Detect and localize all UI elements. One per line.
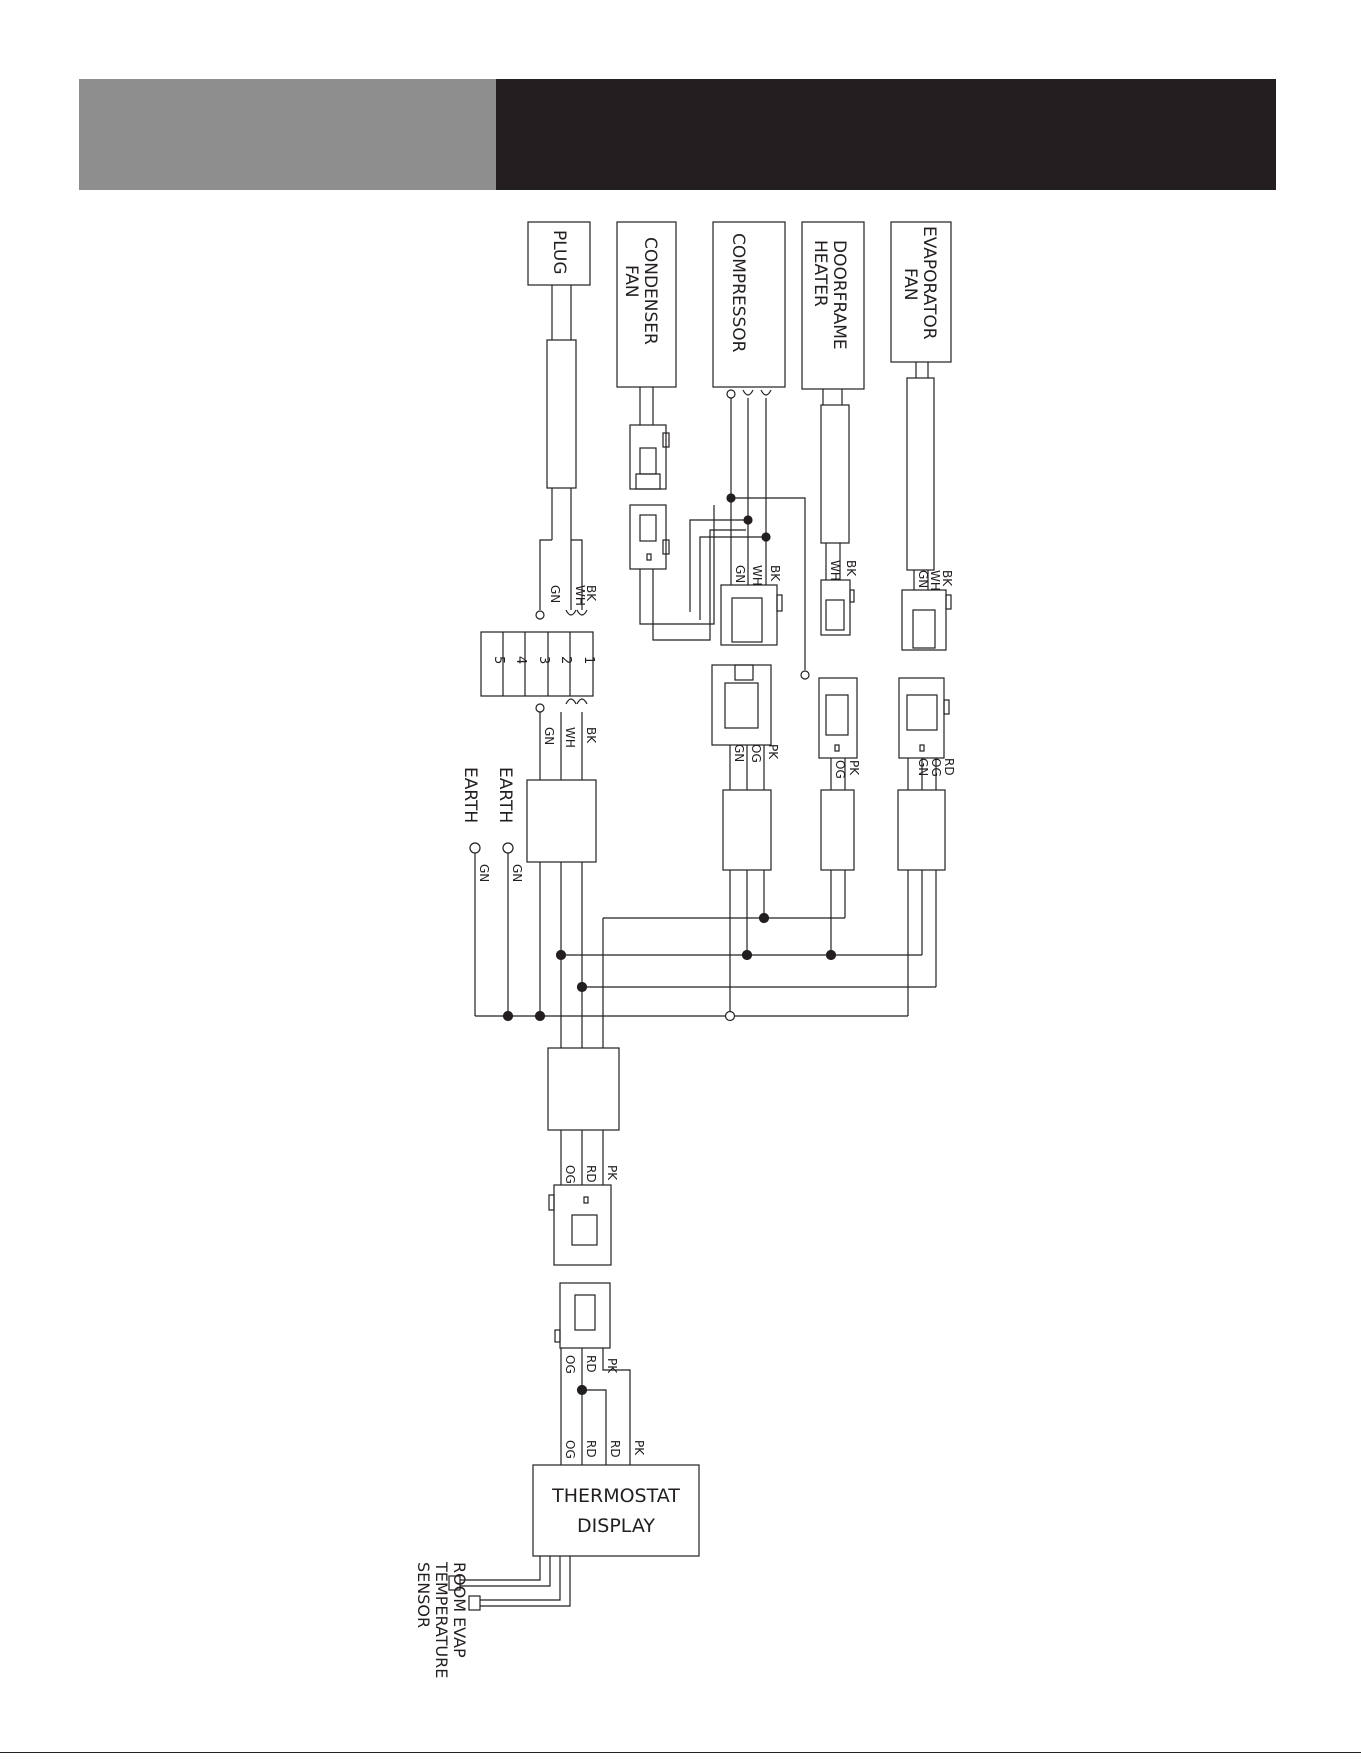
- compressor-wiring: BK WH GN PK OG GN: [690, 390, 809, 870]
- svg-text:RD: RD: [942, 758, 956, 776]
- plug-label: PLUG: [549, 230, 569, 275]
- svg-text:OG: OG: [563, 1165, 577, 1184]
- svg-text:WH: WH: [563, 727, 577, 748]
- svg-text:GN: GN: [477, 864, 491, 882]
- temperature-sensors: ROOM TEMPERATURE SENSOR EVAP: [414, 1556, 570, 1678]
- doorframe-heater-box: DOORFRAME HEATER: [802, 222, 864, 389]
- svg-text:GN: GN: [733, 565, 747, 583]
- thermostat-label-1: THERMOSTAT: [551, 1485, 680, 1507]
- evaporator-fan-label-2: FAN: [900, 268, 920, 301]
- svg-text:OG: OG: [833, 760, 847, 779]
- condenser-fan-label-1: CONDENSER: [640, 237, 660, 345]
- condenser-fan-label-2: FAN: [621, 265, 641, 298]
- svg-text:RD: RD: [608, 1440, 622, 1458]
- room-sensor-label-1: ROOM: [450, 1562, 469, 1612]
- block-output-wires: BK WH GN: [527, 699, 598, 862]
- compressor-label: COMPRESSOR: [728, 233, 748, 353]
- svg-text:GN: GN: [916, 570, 930, 588]
- svg-text:WH: WH: [750, 565, 764, 586]
- svg-text:PK: PK: [632, 1440, 646, 1456]
- earth-label-1: EARTH: [495, 767, 515, 823]
- svg-text:1: 1: [581, 656, 596, 664]
- room-sensor-label-3: SENSOR: [414, 1562, 433, 1628]
- svg-text:WH: WH: [828, 560, 842, 581]
- svg-text:GN: GN: [732, 744, 746, 762]
- earth-label-2: EARTH: [460, 767, 480, 823]
- svg-text:OG: OG: [929, 758, 943, 777]
- lower-harness: PK RD OG PK RD OG PK RD RD OG: [548, 1048, 646, 1465]
- svg-text:RD: RD: [584, 1440, 598, 1458]
- evaporator-fan-box: EVAPORATOR FAN: [891, 222, 951, 362]
- evap-sensor-label: EVAP: [450, 1617, 469, 1658]
- terminal-block: 1 2 3 4 5: [481, 632, 596, 696]
- svg-text:BK: BK: [584, 727, 598, 744]
- evaporator-fan-label-1: EVAPORATOR: [919, 226, 939, 340]
- plug-box: PLUG: [528, 222, 590, 285]
- svg-text:PK: PK: [847, 760, 861, 776]
- doorframe-heater-label-2: HEATER: [810, 240, 830, 307]
- svg-text:WH: WH: [573, 585, 587, 606]
- footer-rule: [0, 1752, 1361, 1753]
- svg-text:GN: GN: [510, 864, 524, 882]
- plug-cord: BK WH GN: [536, 285, 598, 619]
- svg-text:GN: GN: [548, 585, 562, 603]
- svg-text:PK: PK: [766, 744, 780, 760]
- harness-buses: [475, 862, 936, 1048]
- condenser-fan-box: CONDENSER FAN: [617, 222, 676, 387]
- svg-text:3: 3: [536, 656, 551, 664]
- earth-terminals: EARTH GN EARTH GN: [460, 767, 524, 1016]
- svg-text:BK: BK: [768, 565, 782, 582]
- svg-text:4: 4: [513, 656, 528, 664]
- condenser-fan-connector: [630, 387, 746, 640]
- svg-text:OG: OG: [563, 1440, 577, 1459]
- svg-text:PK: PK: [605, 1165, 619, 1181]
- svg-text:RD: RD: [584, 1165, 598, 1183]
- svg-text:GN: GN: [542, 727, 556, 745]
- evaporator-fan-wiring: BK WH GN RD OG GN: [898, 362, 956, 870]
- thermostat-display-box: THERMOSTAT DISPLAY: [533, 1465, 699, 1556]
- svg-text:PK: PK: [605, 1358, 619, 1374]
- svg-text:GN: GN: [916, 758, 930, 776]
- room-sensor-label-2: TEMPERATURE: [432, 1561, 451, 1678]
- doorframe-heater-wiring: BK WH PK OG: [819, 389, 861, 870]
- svg-text:2: 2: [558, 656, 573, 664]
- svg-text:BK: BK: [844, 560, 858, 577]
- svg-text:OG: OG: [749, 744, 763, 763]
- compressor-box: COMPRESSOR: [713, 222, 785, 387]
- thermostat-label-2: DISPLAY: [577, 1515, 655, 1537]
- doorframe-heater-label-1: DOORFRAME: [829, 240, 849, 350]
- svg-text:5: 5: [491, 656, 506, 664]
- svg-text:OG: OG: [563, 1355, 577, 1374]
- svg-text:RD: RD: [584, 1355, 598, 1373]
